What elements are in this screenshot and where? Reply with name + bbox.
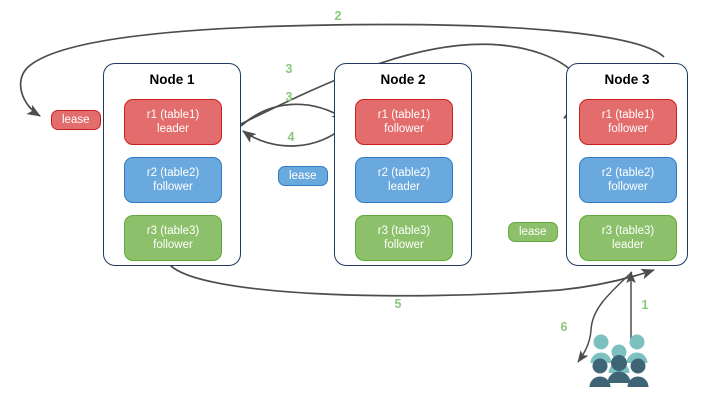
replica-role: follower: [608, 181, 648, 193]
replica-role: follower: [384, 239, 424, 251]
replica-name: r2 (table2): [601, 167, 655, 179]
node-title: Node 3: [604, 72, 650, 87]
replica-name: r3 (table3): [146, 225, 200, 237]
lease-badge-green[interactable]: lease: [508, 222, 558, 242]
replica-role: leader: [157, 123, 189, 135]
lease-badge-red[interactable]: lease: [51, 110, 101, 130]
lease-badge-blue[interactable]: lease: [278, 166, 328, 186]
users-group-icon: [588, 333, 650, 389]
step-label-2: 2: [334, 9, 342, 23]
replica-r1[interactable]: r1 (table1) leader: [124, 99, 222, 145]
replica-name: r1 (table1): [146, 109, 200, 121]
replica-r2[interactable]: r2 (table2) leader: [355, 157, 453, 203]
step-label-4: 4: [287, 130, 295, 144]
replica-name: r3 (table3): [601, 225, 655, 237]
node-box-3[interactable]: Node 3 r1 (table1) follower r2 (table2) …: [566, 63, 688, 266]
lease-label: lease: [62, 114, 90, 126]
replica-r1[interactable]: r1 (table1) follower: [355, 99, 453, 145]
node-box-2[interactable]: Node 2 r1 (table1) follower r2 (table2) …: [334, 63, 472, 266]
step-label-3-lower: 3: [285, 90, 293, 104]
replica-r3[interactable]: r3 (table3) follower: [355, 215, 453, 261]
replica-role: follower: [608, 123, 648, 135]
replica-role: follower: [384, 123, 424, 135]
lease-label: lease: [519, 226, 547, 238]
replica-role: leader: [612, 239, 644, 251]
replica-r2[interactable]: r2 (table2) follower: [579, 157, 677, 203]
replica-name: r2 (table2): [377, 167, 431, 179]
replica-r3[interactable]: r3 (table3) follower: [124, 215, 222, 261]
node-title: Node 2: [380, 72, 426, 87]
replica-r3[interactable]: r3 (table3) leader: [579, 215, 677, 261]
arrow-step-3-lower: [240, 103, 346, 127]
arrow-step-5: [169, 264, 655, 297]
replica-role: leader: [388, 181, 420, 193]
replica-name: r2 (table2): [146, 167, 200, 179]
replica-r2[interactable]: r2 (table2) follower: [124, 157, 222, 203]
step-label-5: 5: [394, 297, 402, 311]
replica-r1[interactable]: r1 (table1) follower: [579, 99, 677, 145]
replica-name: r1 (table1): [601, 109, 655, 121]
replica-name: r3 (table3): [377, 225, 431, 237]
node-title: Node 1: [149, 72, 195, 87]
node-box-1[interactable]: Node 1 r1 (table1) leader r2 (table2) fo…: [103, 63, 241, 266]
step-label-3-upper: 3: [285, 62, 293, 76]
replica-name: r1 (table1): [377, 109, 431, 121]
step-label-1: 1: [641, 298, 649, 312]
step-label-6: 6: [560, 320, 568, 334]
replica-role: follower: [153, 181, 193, 193]
replica-role: follower: [153, 239, 193, 251]
lease-label: lease: [289, 170, 317, 182]
